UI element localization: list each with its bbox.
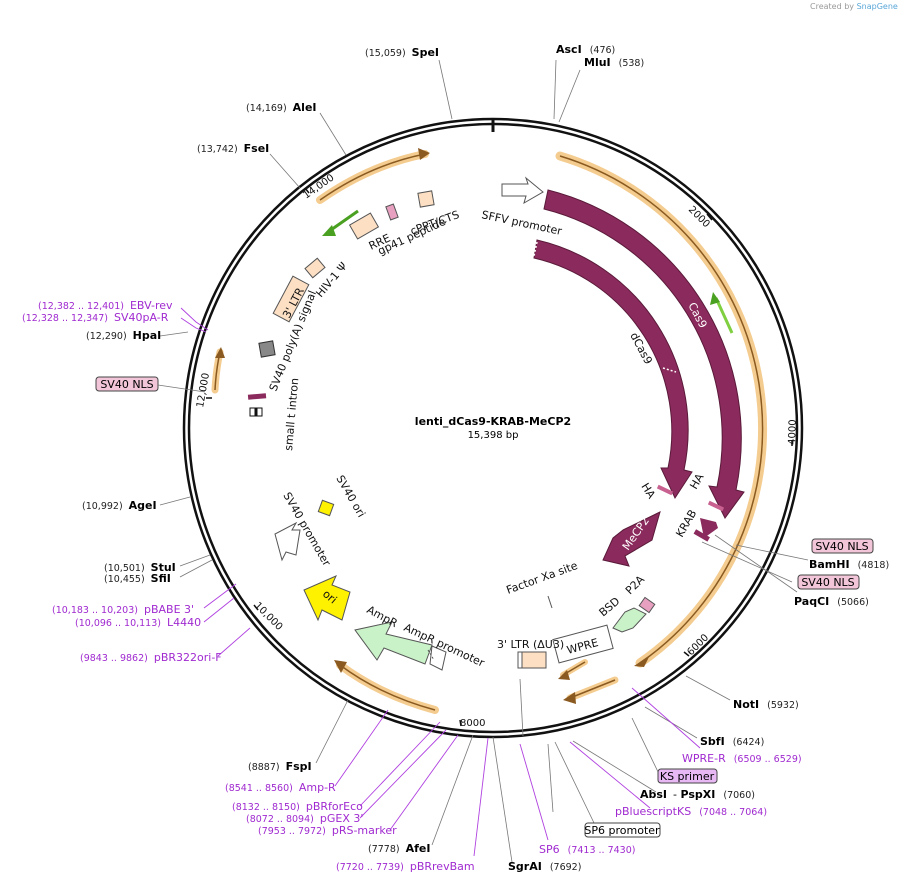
plasmid-size: 15,398 bp xyxy=(468,430,519,441)
ori-arrow xyxy=(303,575,351,622)
label-ha1: HA xyxy=(638,481,658,502)
label-factor-xa: Factor Xa site xyxy=(505,559,580,597)
site-stuI: (10,501)StuI xyxy=(104,561,176,574)
boxed-sv40-nls-right-2: SV40 NLS xyxy=(797,574,860,590)
site-speI: (15,059)SpeI xyxy=(365,46,439,59)
cas9-arrow xyxy=(543,189,745,519)
mecp2-arrow xyxy=(602,511,661,567)
ltr3-box xyxy=(272,275,310,323)
tick-8000: 8000 xyxy=(460,718,485,729)
tick-12000: 12,000 xyxy=(195,372,212,408)
leader-lines xyxy=(159,59,809,863)
boxed-ks-primer: KS primer xyxy=(657,768,718,784)
sv40-promoter-arrow xyxy=(274,521,301,562)
label-ltr-du3: 3' LTR (ΔU3) xyxy=(497,638,564,651)
sv40-polya-box xyxy=(258,340,276,358)
primer-l4440: (10,096 .. 10,113)L4440 xyxy=(75,616,201,629)
site-ageI: (10,992)AgeI xyxy=(82,499,157,512)
site-sfiI: (10,455)SfiI xyxy=(104,572,171,585)
label-small-t-intron: small t intron xyxy=(282,377,301,451)
dcas9-arrow xyxy=(533,239,693,500)
boxed-sp6-promoter: SP6 promoter xyxy=(584,822,661,838)
primer-pbrrevbam: (7720 .. 7739)pBRrevBam xyxy=(336,860,475,873)
primer-ebv-rev: (12,382 .. 12,401)EBV-rev xyxy=(38,299,173,312)
plasmid-name: lenti_dCas9-KRAB-MeCP2 xyxy=(415,415,571,428)
primer-lines xyxy=(180,307,701,857)
label-sv40-ori: SV40 ori xyxy=(333,473,367,520)
site-notI: NotI(5932) xyxy=(733,698,799,711)
primer-pbrforeco: (8132 .. 8150)pBRforEco xyxy=(232,800,363,813)
site-ascI: AscI(476) xyxy=(556,43,615,56)
cppt-box xyxy=(417,190,435,208)
p2a-block xyxy=(638,596,656,614)
site-afeI: (7778)AfeI xyxy=(368,842,430,855)
svg-text:SV40 NLS: SV40 NLS xyxy=(801,576,854,589)
site-sbfI: SbfI(6424) xyxy=(700,735,764,748)
primer-sp6: SP6(7413 .. 7430) xyxy=(539,843,635,856)
label-sffv: SFFV promoter xyxy=(480,208,563,238)
site-fspI: (8887)FspI xyxy=(248,760,312,773)
site-aleI: (14,169)AleI xyxy=(246,101,317,114)
orf-arrow-right xyxy=(634,655,650,667)
orf-arrow-bottom-left xyxy=(334,660,347,673)
primer-prs-marker: (7953 .. 7972)pRS-marker xyxy=(258,824,397,837)
site-sgrAI: SgrAI(7692) xyxy=(508,860,581,873)
boxed-sv40-nls-right-1: SV40 NLS xyxy=(811,538,874,554)
bsd-arrow xyxy=(612,607,647,633)
primer-wpre-r: WPRE-R(6509 .. 6529) xyxy=(682,752,802,765)
primer-amp-r: (8541 .. 8560)Amp-R xyxy=(225,781,336,794)
ampr-arrow xyxy=(354,621,433,665)
primer-sv40pa-r: (12,328 .. 12,347)SV40pA-R xyxy=(22,311,169,324)
krab-arrow xyxy=(700,518,718,538)
gp41-box xyxy=(385,203,399,221)
site-hpaI: (12,290)HpaI xyxy=(86,329,161,342)
hiv-psi-box xyxy=(304,257,326,279)
svg-text:KS primer: KS primer xyxy=(660,770,715,783)
sv40-ori-box xyxy=(317,499,335,517)
ampr-promoter-arrow xyxy=(429,645,447,671)
wpre-box xyxy=(552,624,614,664)
orf-arcs xyxy=(211,148,768,714)
credit: Created by SnapGene xyxy=(810,2,898,11)
label-bsd: BSD xyxy=(597,595,623,620)
tick-4000: 4000 xyxy=(787,419,799,445)
tick-2000: 2000 xyxy=(686,204,712,230)
svg-text:SV40 NLS: SV40 NLS xyxy=(100,378,153,391)
site-fseI: (13,742)FseI xyxy=(197,142,269,155)
green-arrow-right xyxy=(714,297,734,334)
svg-text:SP6 promoter: SP6 promoter xyxy=(584,824,660,837)
ha-marker-1 xyxy=(656,484,674,496)
primer-pbabe3: (10,183 .. 10,203)pBABE 3' xyxy=(52,603,194,616)
primer-pbluescriptks: pBluescriptKS(7048 .. 7064) xyxy=(615,805,767,818)
snapgene-brand: SnapGene xyxy=(856,2,898,11)
site-paqCI: PaqCI(5066) xyxy=(794,595,869,608)
svg-text:SV40 NLS: SV40 NLS xyxy=(815,540,868,553)
label-p2a: P2A xyxy=(623,573,647,597)
primer-pgex3: (8072 .. 8094)pGEX 3' xyxy=(246,812,363,825)
rre-box xyxy=(348,212,380,240)
label-krab: KRAB xyxy=(673,507,699,539)
site-bamHI: BamHI(4818) xyxy=(809,558,889,571)
ha-marker-2 xyxy=(707,500,725,512)
site-absI-pspXI: AbsI- PspXI(7060) xyxy=(640,788,755,801)
site-mluI: MluI(538) xyxy=(584,56,644,69)
sffv-promoter-arrow xyxy=(501,176,544,205)
orf-arrow-top xyxy=(418,148,430,160)
boxed-sv40-nls-left: SV40 NLS xyxy=(95,376,206,393)
label-cppt: cPPT/CTS xyxy=(409,208,462,238)
orf-arrow-left xyxy=(215,347,225,358)
ltr-du3-box xyxy=(521,651,547,669)
primer-pbr322ori-f: (9843 .. 9862)pBR322ori-F xyxy=(80,651,222,664)
